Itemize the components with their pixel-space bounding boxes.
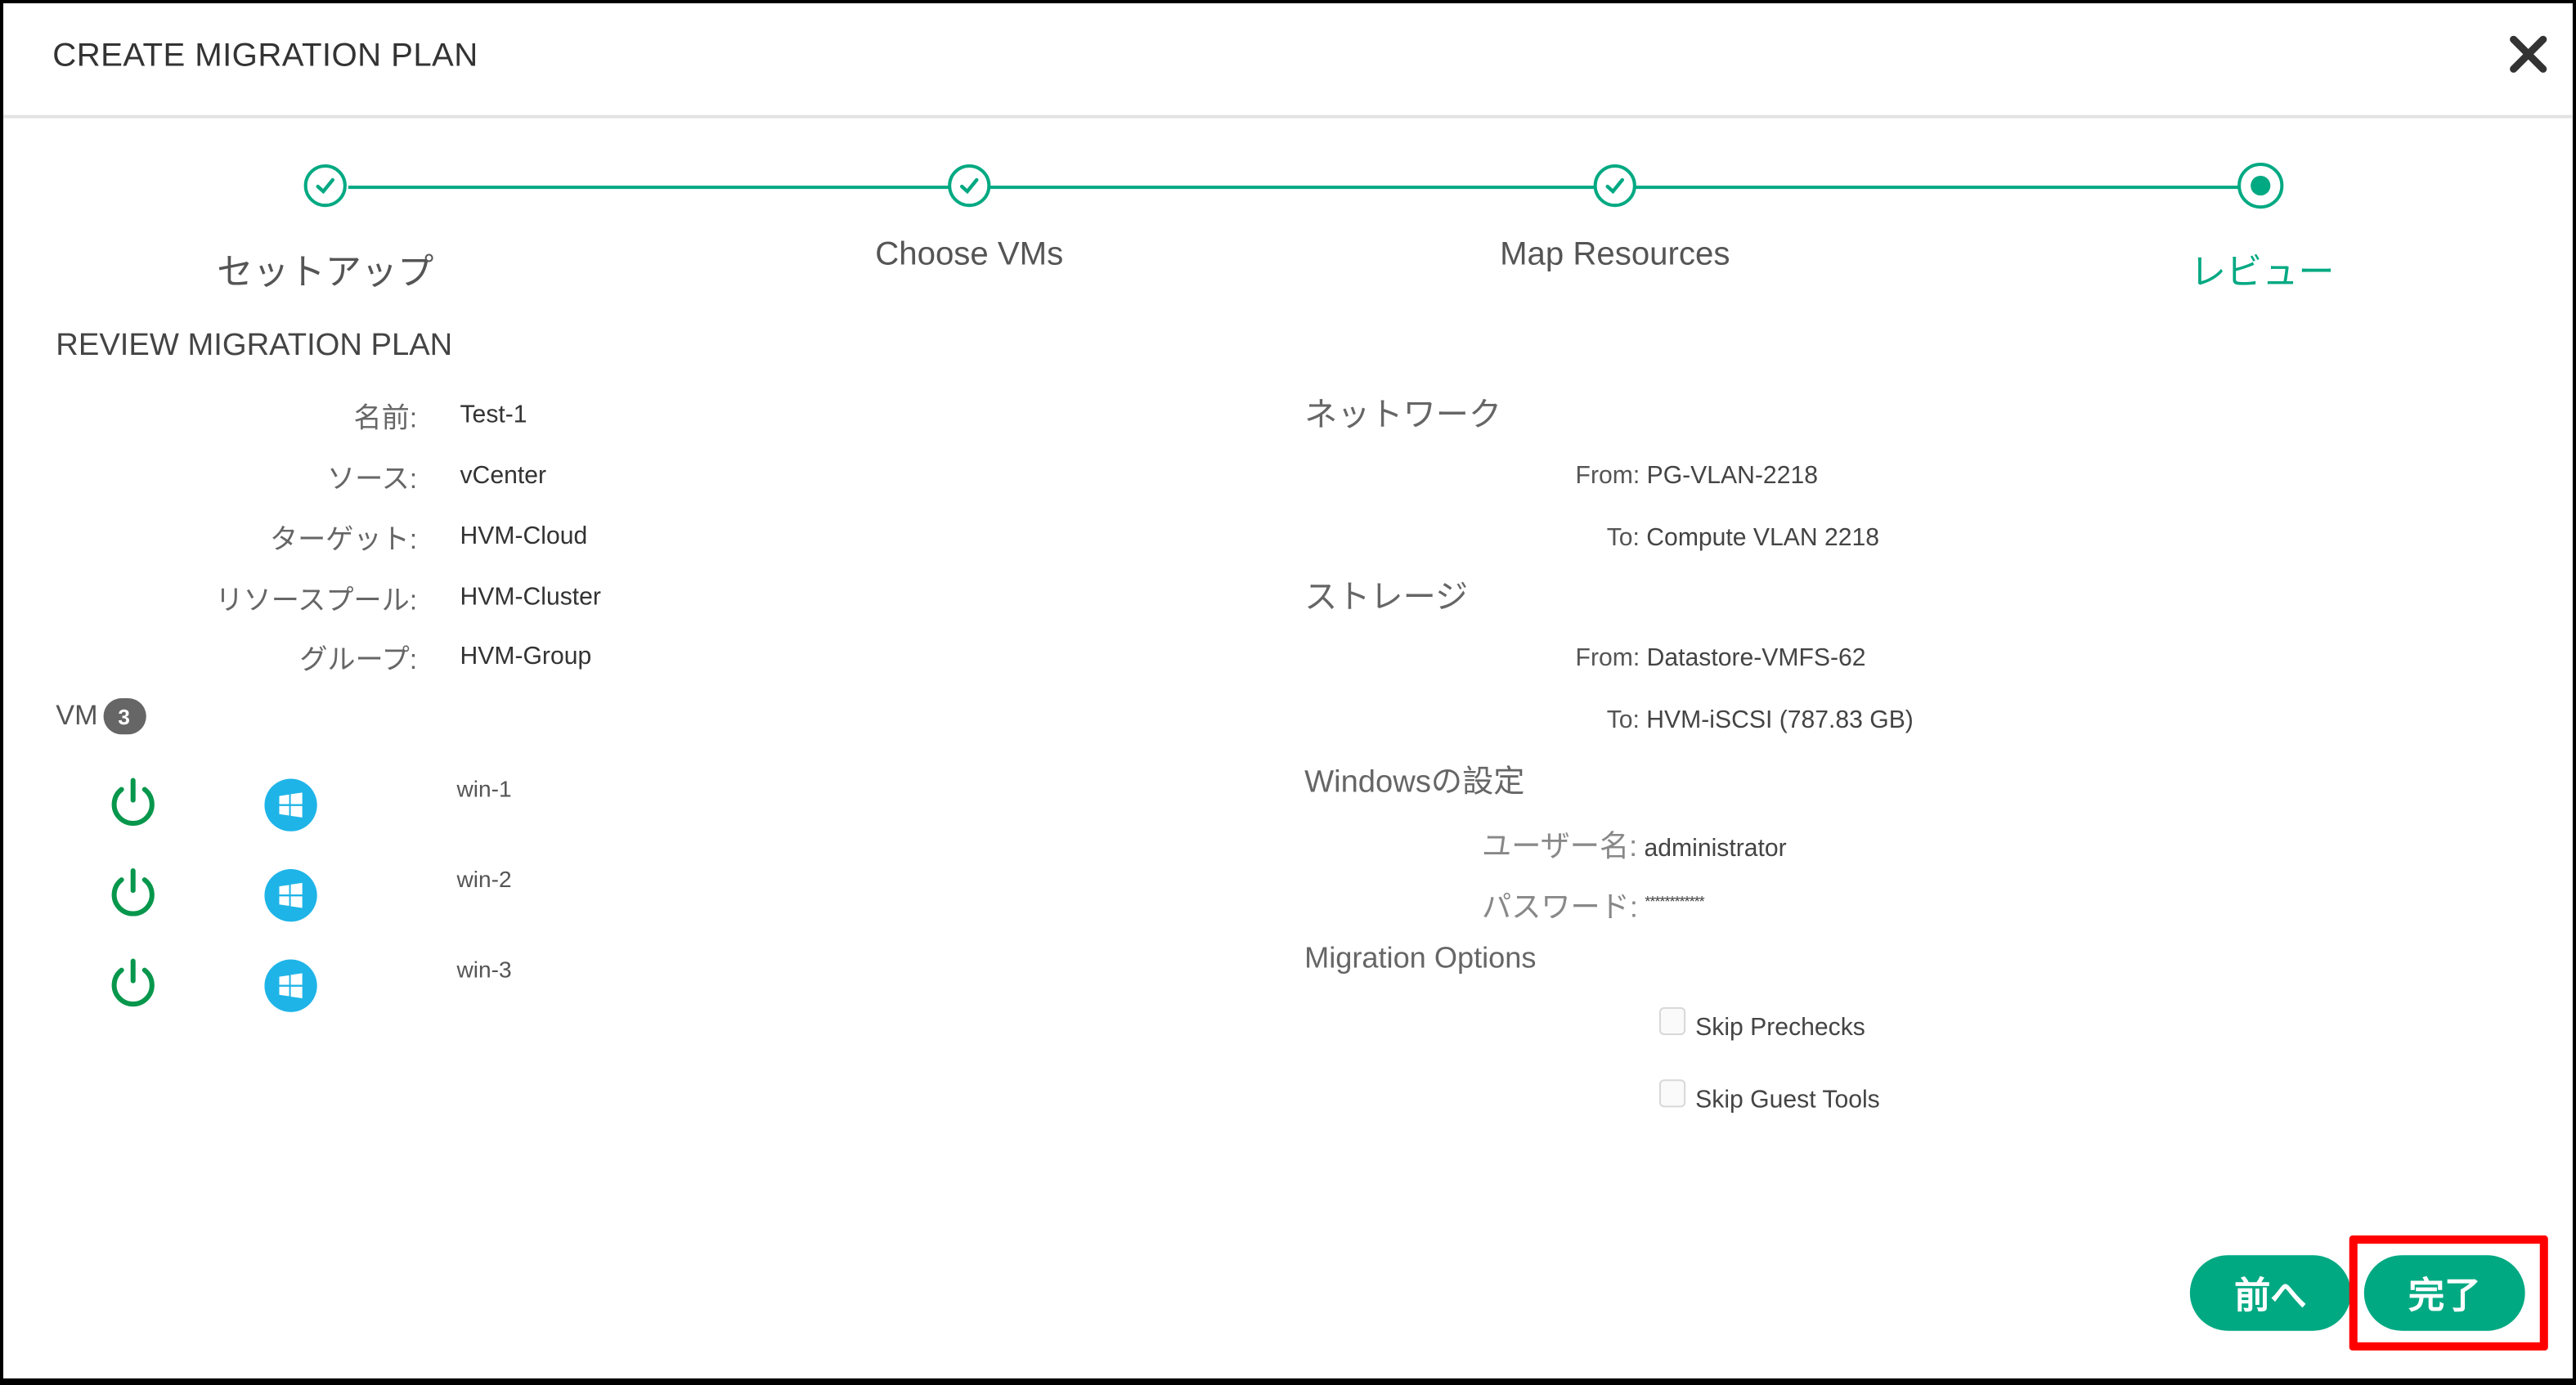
resource-pool-label: リソースプール: — [215, 585, 418, 616]
storage-heading: ストレージ — [1304, 580, 1469, 616]
password-value: ************ — [1645, 894, 1704, 911]
network-from: From: PG-VLAN-2218 — [1576, 462, 1818, 490]
storage-to-value: HVM-iSCSI (787.83 GB) — [1646, 706, 1914, 735]
skip-guest-tools-label[interactable]: Skip Guest Tools — [1695, 1086, 1880, 1114]
review-section-title: REVIEW MIGRATION PLAN — [56, 328, 453, 364]
step-2-indicator — [948, 164, 991, 208]
network-to-value: Compute VLAN 2218 — [1646, 524, 1880, 553]
finish-button[interactable]: 完了 — [2363, 1255, 2525, 1331]
power-icon — [111, 958, 155, 1006]
password-row: パスワード: ************ — [1482, 884, 1705, 926]
back-button[interactable]: 前へ — [2189, 1255, 2351, 1331]
username-value: administrator — [1644, 834, 1787, 863]
storage-from-value: Datastore-VMFS-62 — [1646, 643, 1866, 672]
vm-list-header: VM 3 — [56, 698, 146, 735]
group-label: グループ: — [299, 643, 418, 675]
vm-name: win-1 — [456, 775, 512, 802]
name-value: Test-1 — [460, 401, 527, 429]
username-row: ユーザー名: administrator — [1482, 823, 1787, 866]
password-label: パスワード: — [1482, 890, 1638, 924]
step-1-indicator — [303, 164, 347, 208]
skip-prechecks-option[interactable]: Skip Prechecks — [1658, 1006, 1865, 1042]
check-icon — [960, 177, 979, 195]
resource-pool-value: HVM-Cluster — [460, 583, 601, 612]
username-label: ユーザー名: — [1482, 829, 1638, 863]
wizard-stepper: セットアップ Choose VMs Map Resources レビュー — [3, 151, 2573, 299]
source-label: ソース: — [327, 463, 418, 495]
network-to: To: Compute VLAN 2218 — [1607, 524, 1879, 552]
vm-count-badge: 3 — [102, 698, 146, 735]
vm-row: win-3 — [3, 957, 824, 1022]
vm-name: win-3 — [456, 956, 512, 983]
step-4-indicator-current — [2237, 162, 2284, 209]
dialog-title: CREATE MIGRATION PLAN — [52, 38, 478, 74]
windows-icon — [264, 869, 317, 922]
step-label-choose-vms[interactable]: Choose VMs — [875, 236, 1064, 273]
close-icon — [2510, 35, 2547, 73]
group-value: HVM-Group — [460, 642, 592, 670]
storage-to: To: HVM-iSCSI (787.83 GB) — [1607, 706, 1914, 734]
target-label: ターゲット: — [269, 524, 418, 556]
dialog-header: CREATE MIGRATION PLAN — [3, 3, 2573, 119]
step-label-review: レビュー — [2189, 251, 2335, 293]
step-3-indicator — [1593, 164, 1636, 208]
step-label-map-resources[interactable]: Map Resources — [1500, 236, 1730, 273]
skip-prechecks-checkbox[interactable] — [1658, 1006, 1686, 1035]
network-from-value: PG-VLAN-2218 — [1646, 461, 1818, 490]
close-button[interactable] — [2504, 29, 2553, 78]
network-heading: ネットワーク — [1304, 397, 1502, 434]
network-to-label: To: — [1606, 524, 1640, 553]
skip-prechecks-label[interactable]: Skip Prechecks — [1695, 1013, 1865, 1042]
target-value: HVM-Cloud — [460, 522, 588, 551]
skip-guest-tools-checkbox[interactable] — [1658, 1079, 1686, 1108]
network-from-label: From: — [1575, 461, 1640, 490]
step-label-setup[interactable]: セットアップ — [217, 251, 434, 293]
create-migration-plan-dialog: CREATE MIGRATION PLAN セットアップ Choose VMs … — [3, 3, 2573, 1378]
windows-settings-heading: Windowsの設定 — [1304, 765, 1525, 800]
vm-row: win-2 — [3, 866, 824, 931]
power-icon — [111, 868, 155, 917]
windows-icon — [264, 959, 317, 1012]
skip-guest-tools-option[interactable]: Skip Guest Tools — [1658, 1079, 1880, 1114]
name-label: 名前: — [353, 402, 418, 434]
storage-to-label: To: — [1606, 706, 1640, 735]
check-icon — [316, 177, 335, 195]
vm-row: win-1 — [3, 775, 824, 840]
power-icon — [111, 778, 155, 826]
windows-icon — [264, 778, 317, 831]
check-icon — [1605, 177, 1624, 195]
vm-label: VM — [56, 700, 98, 732]
source-value: vCenter — [460, 461, 547, 490]
migration-options-heading: Migration Options — [1304, 941, 1537, 975]
vm-name: win-2 — [456, 866, 512, 893]
stepper-line — [348, 186, 2261, 190]
storage-from-label: From: — [1575, 643, 1640, 672]
storage-from: From: Datastore-VMFS-62 — [1576, 644, 1866, 672]
